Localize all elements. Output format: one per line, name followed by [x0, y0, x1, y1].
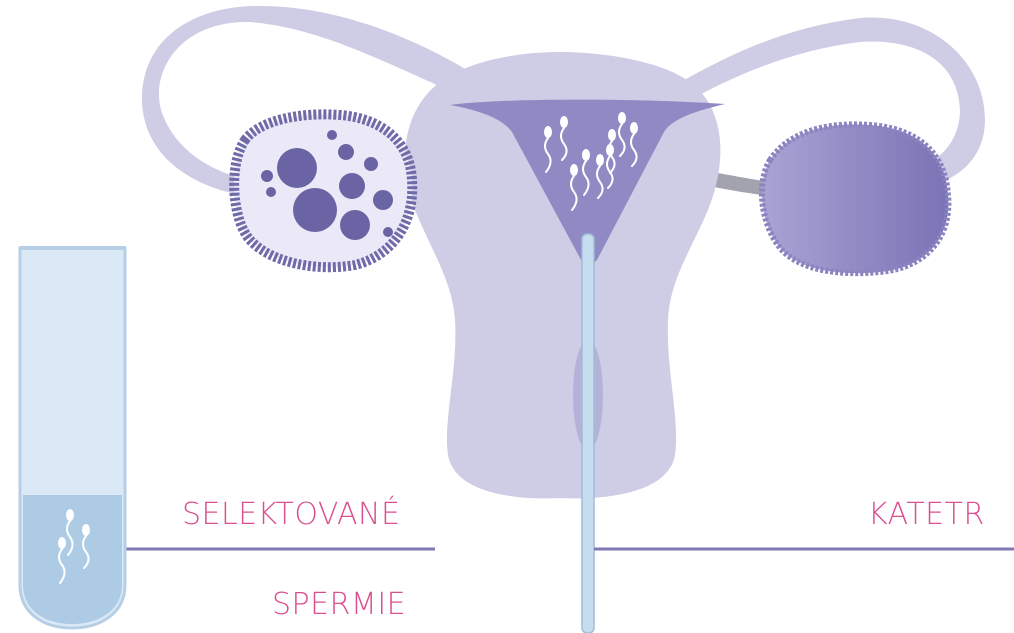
follicle — [293, 188, 337, 232]
test-tube-icon — [20, 248, 125, 628]
selected-sperm-label: SELEKTOVANÉ — [182, 500, 400, 530]
follicle — [364, 157, 378, 171]
follicle — [373, 190, 393, 210]
follicle — [338, 144, 354, 160]
right-ovary — [762, 124, 948, 273]
left-ovary — [234, 114, 412, 267]
follicle — [340, 210, 370, 240]
follicle — [261, 170, 273, 182]
follicle — [277, 148, 317, 188]
catheter-icon — [582, 234, 594, 633]
follicle — [383, 227, 393, 237]
sperm-label: SPERMIE — [272, 590, 406, 620]
catheter-label: KATETR — [868, 500, 985, 530]
follicle — [327, 130, 337, 140]
follicle — [266, 187, 276, 197]
follicle — [339, 173, 365, 199]
